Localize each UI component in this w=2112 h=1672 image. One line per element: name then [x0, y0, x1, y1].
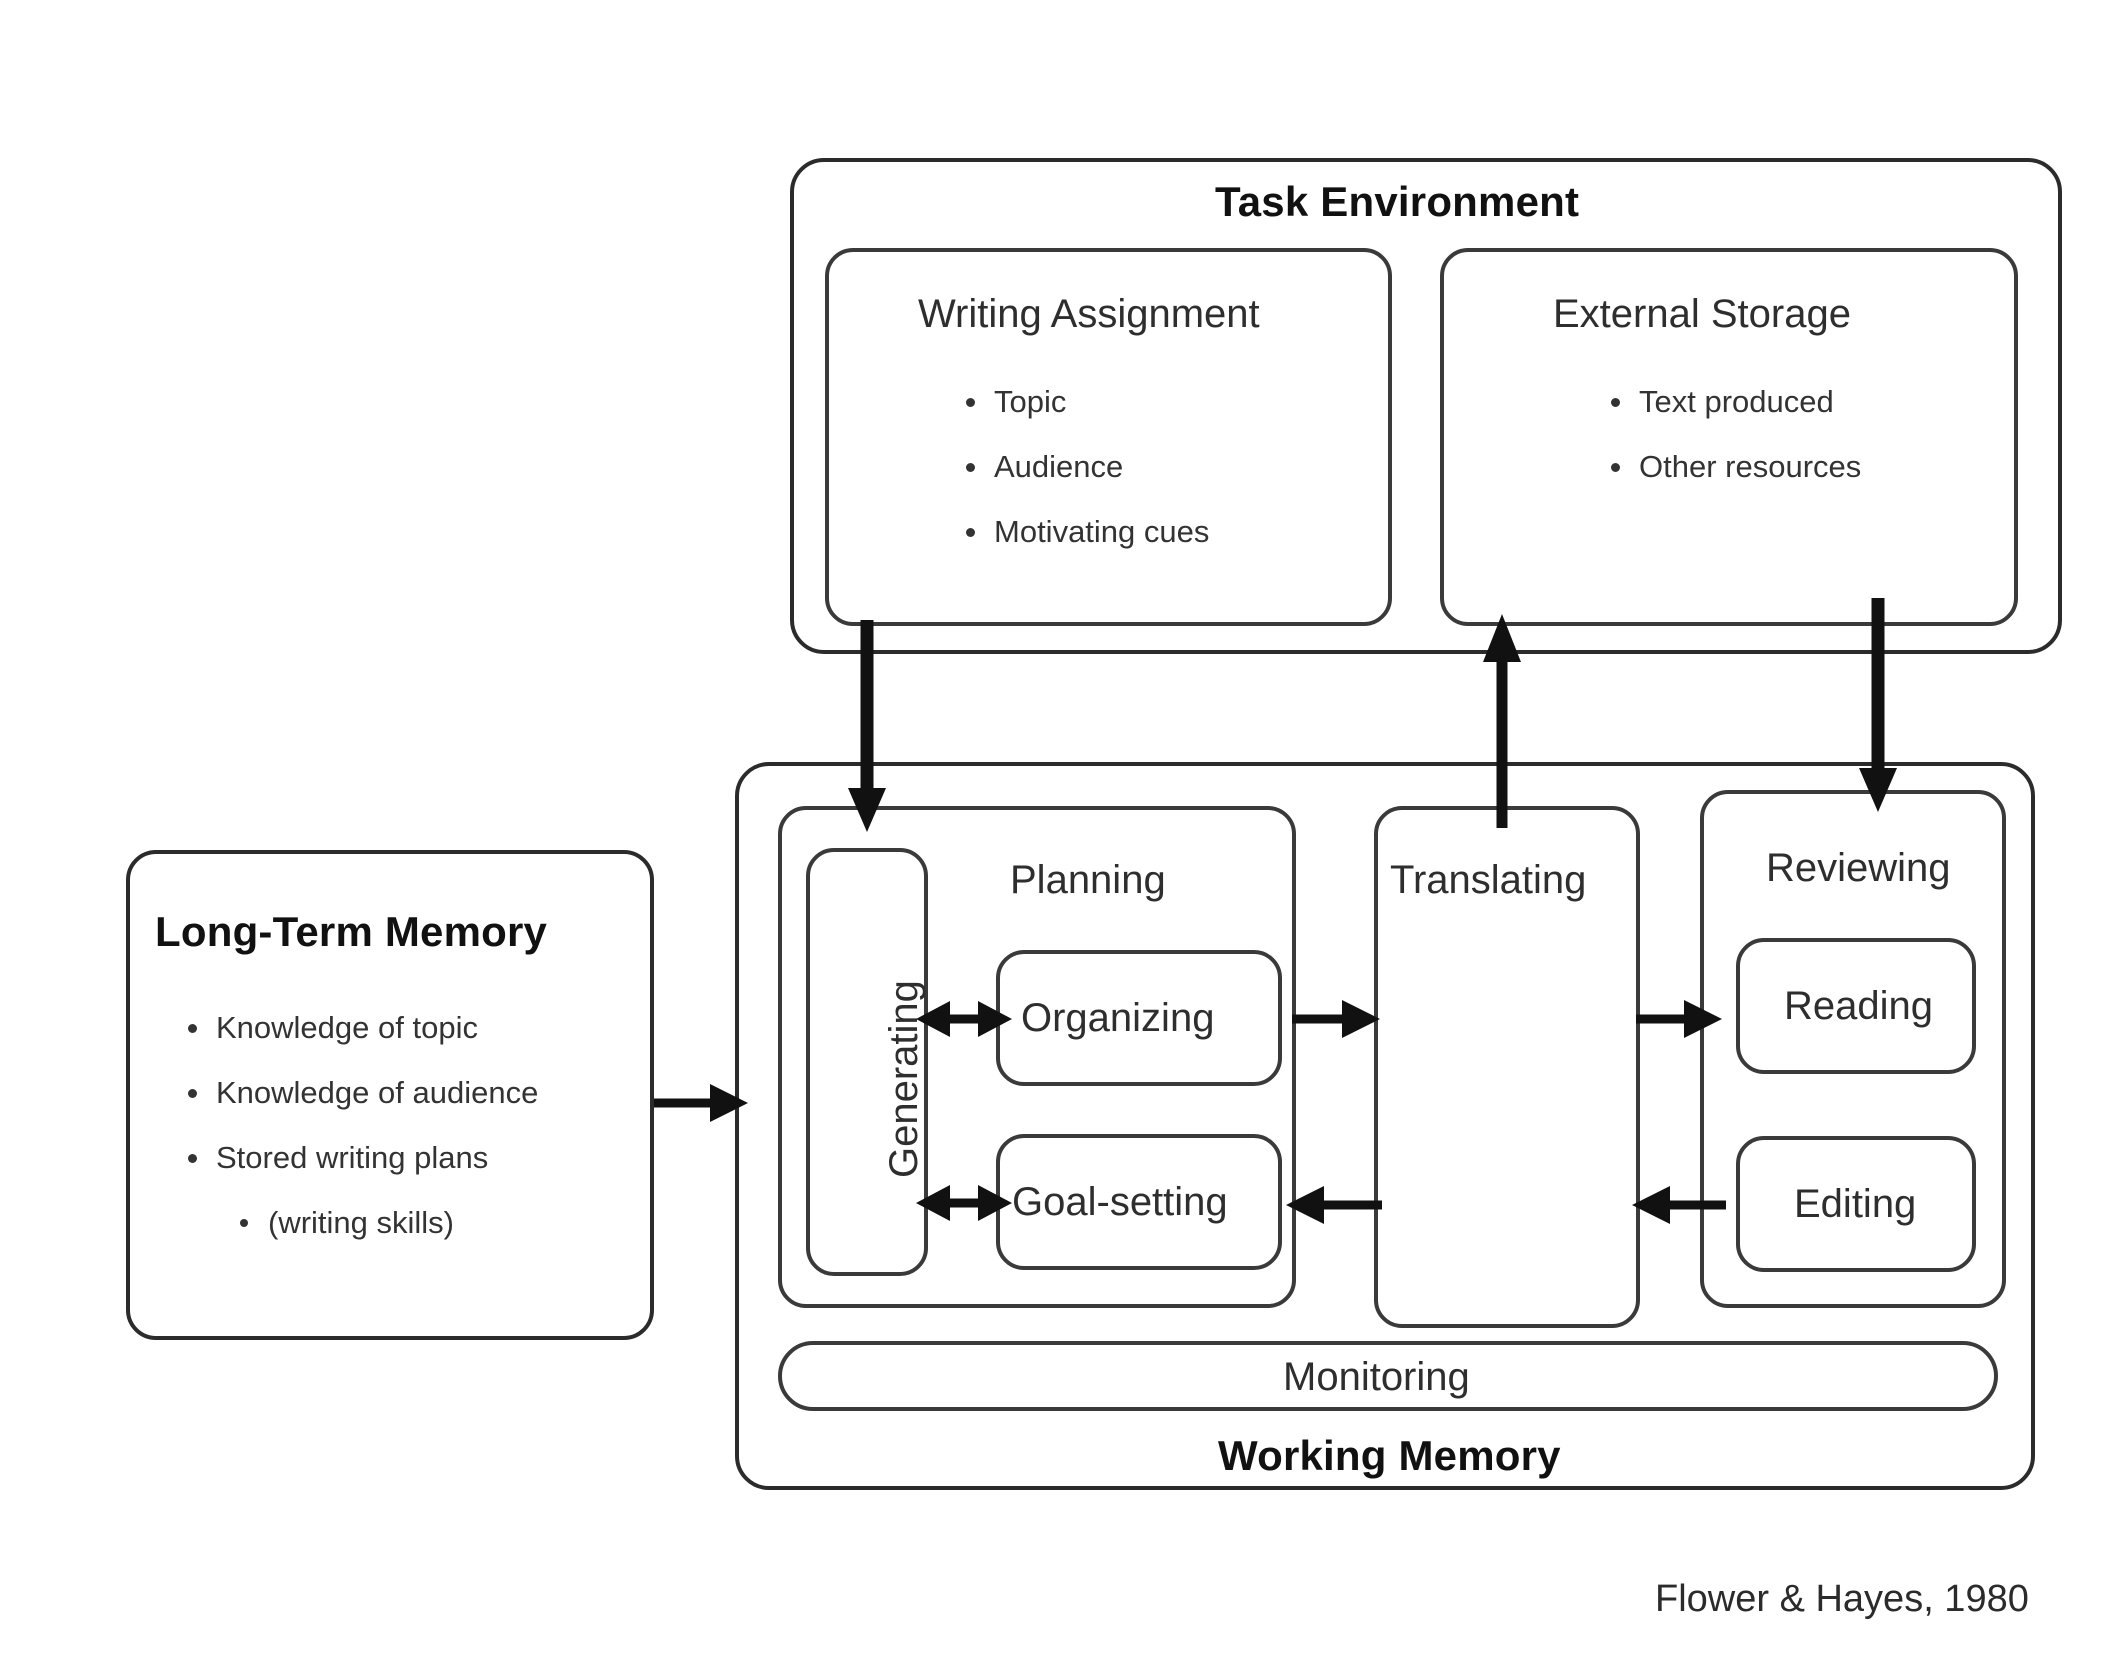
arrow-translating-to-goal-setting — [1286, 1180, 1382, 1230]
arrow-long-term-memory-to-working-memory — [654, 1078, 754, 1128]
organizing-label: Organizing — [1021, 996, 1215, 1040]
reading-label: Reading — [1784, 984, 1934, 1028]
goal-setting-label: Goal-setting — [1012, 1180, 1228, 1224]
writing-assignment-title: Writing Assignment — [918, 292, 1260, 336]
long-term-memory-list: Knowledge of topic Knowledge of audience… — [182, 1012, 538, 1272]
long-term-memory-box — [126, 850, 654, 1340]
external-storage-title: External Storage — [1553, 292, 1851, 336]
reviewing-title: Reviewing — [1766, 846, 1951, 890]
editing-label: Editing — [1794, 1182, 1917, 1226]
generating-box — [806, 848, 928, 1276]
translating-label: Translating — [1390, 858, 1587, 902]
list-item: Other resources — [1605, 451, 1861, 482]
list-item: Knowledge of audience — [182, 1077, 538, 1108]
list-item: Knowledge of topic — [182, 1012, 538, 1043]
list-item: Audience — [960, 451, 1209, 482]
task-environment-title: Task Environment — [1215, 178, 1580, 225]
arrow-writing-assignment-to-planning — [845, 620, 905, 840]
list-item: Topic — [960, 386, 1209, 417]
arrow-reviewing-to-translating — [1632, 1180, 1726, 1230]
list-item-sub: (writing skills) — [182, 1207, 538, 1238]
editing-box — [1736, 1136, 1976, 1272]
attribution-text: Flower & Hayes, 1980 — [1655, 1578, 2029, 1620]
translating-box — [1374, 806, 1640, 1328]
external-storage-box — [1440, 248, 2018, 626]
arrow-generating-organizing — [916, 994, 1012, 1044]
arrow-planning-to-translating — [1292, 994, 1384, 1044]
arrow-external-storage-to-reviewing — [1856, 598, 1916, 820]
writing-assignment-box — [825, 248, 1392, 626]
list-item: Motivating cues — [960, 516, 1209, 547]
monitoring-label: Monitoring — [1283, 1355, 1470, 1399]
list-item: Stored writing plans — [182, 1142, 538, 1173]
working-memory-title: Working Memory — [1218, 1432, 1561, 1479]
list-item: Text produced — [1605, 386, 1861, 417]
arrow-generating-goal-setting — [916, 1178, 1012, 1228]
arrow-translating-to-reviewing — [1636, 994, 1726, 1044]
writing-assignment-list: Topic Audience Motivating cues — [960, 386, 1209, 581]
arrow-translating-to-external-storage — [1480, 600, 1540, 828]
goal-setting-box — [996, 1134, 1282, 1270]
long-term-memory-title: Long-Term Memory — [155, 908, 548, 955]
planning-title: Planning — [1010, 858, 1166, 902]
external-storage-list: Text produced Other resources — [1605, 386, 1861, 516]
reading-box — [1736, 938, 1976, 1074]
monitoring-box — [778, 1341, 1998, 1411]
